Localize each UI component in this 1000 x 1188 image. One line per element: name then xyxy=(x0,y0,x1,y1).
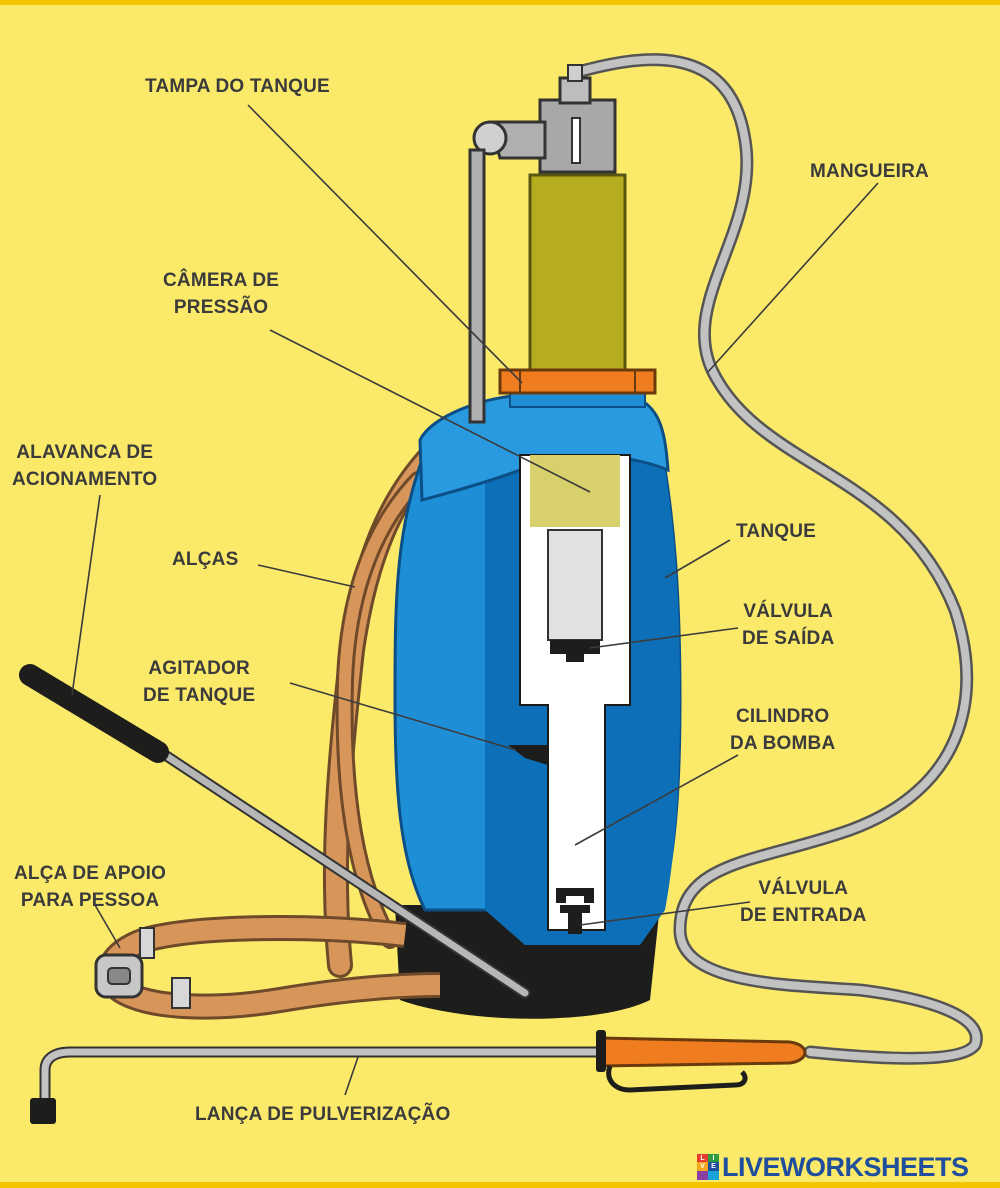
label-alavanca-de-acionamento: ALAVANCA DE ACIONAMENTO xyxy=(12,442,158,490)
leader-lines xyxy=(71,104,879,1096)
spray-lance xyxy=(30,1030,807,1124)
liveworksheets-brand: L I V E LIVEWORKSHEETS xyxy=(697,1152,969,1182)
label-tampa-do-tanque: TAMPA DO TANQUE xyxy=(145,76,330,97)
brand-name: LIVEWORKSHEETS xyxy=(722,1151,969,1182)
top-border xyxy=(0,0,1000,5)
label-valvula-de-saida: VÁLVULA DE SAÍDA xyxy=(742,601,835,649)
leader-cilindro xyxy=(574,754,739,846)
support-strap xyxy=(94,915,441,1020)
label-valvula-de-entrada: VÁLVULA DE ENTRADA xyxy=(740,878,867,926)
leader-valvula-saida xyxy=(589,627,739,649)
bottom-border xyxy=(0,1182,1000,1188)
label-alca-de-apoio: ALÇA DE APOIO PARA PESSOA xyxy=(14,863,167,911)
leader-mangueira xyxy=(707,182,879,373)
label-mangueira: MANGUEIRA xyxy=(810,161,929,182)
leader-valvula-entrada xyxy=(579,901,751,926)
leader-alavanca xyxy=(71,494,101,696)
leader-camera xyxy=(269,329,591,493)
pressure-chamber xyxy=(528,173,627,377)
leader-lanca xyxy=(344,1056,359,1096)
leader-tanque xyxy=(664,539,731,579)
outlet-valve xyxy=(550,640,600,662)
label-agitador-de-tanque: AGITADOR DE TANQUE xyxy=(143,658,256,706)
pump-cylinder-inner xyxy=(547,529,603,641)
liveworksheets-logo-icon: L I V E xyxy=(697,1154,719,1180)
leader-alca-apoio xyxy=(94,904,121,949)
label-tanque: TANQUE xyxy=(736,521,817,542)
pump-rod xyxy=(468,148,486,424)
leader-agitador xyxy=(289,682,517,751)
actuation-lever xyxy=(19,664,531,999)
label-alcas: ALÇAS xyxy=(172,549,239,570)
tank-agitator xyxy=(508,745,548,765)
top-fitting xyxy=(468,64,617,424)
leader-tampa xyxy=(247,104,523,384)
inlet-valve xyxy=(556,888,594,934)
hose xyxy=(571,53,983,1065)
label-cilindro-da-bomba: CILINDRO DA BOMBA xyxy=(730,706,836,754)
label-lanca-de-pulverizacao: LANÇA DE PULVERIZAÇÃO xyxy=(195,1104,451,1125)
straps xyxy=(322,442,445,978)
leader-alcas xyxy=(257,564,356,588)
tank-cap xyxy=(498,368,657,395)
label-camera-de-pressao: CÂMERA DE PRESSÃO xyxy=(163,270,280,318)
chamber-inner xyxy=(530,455,620,527)
